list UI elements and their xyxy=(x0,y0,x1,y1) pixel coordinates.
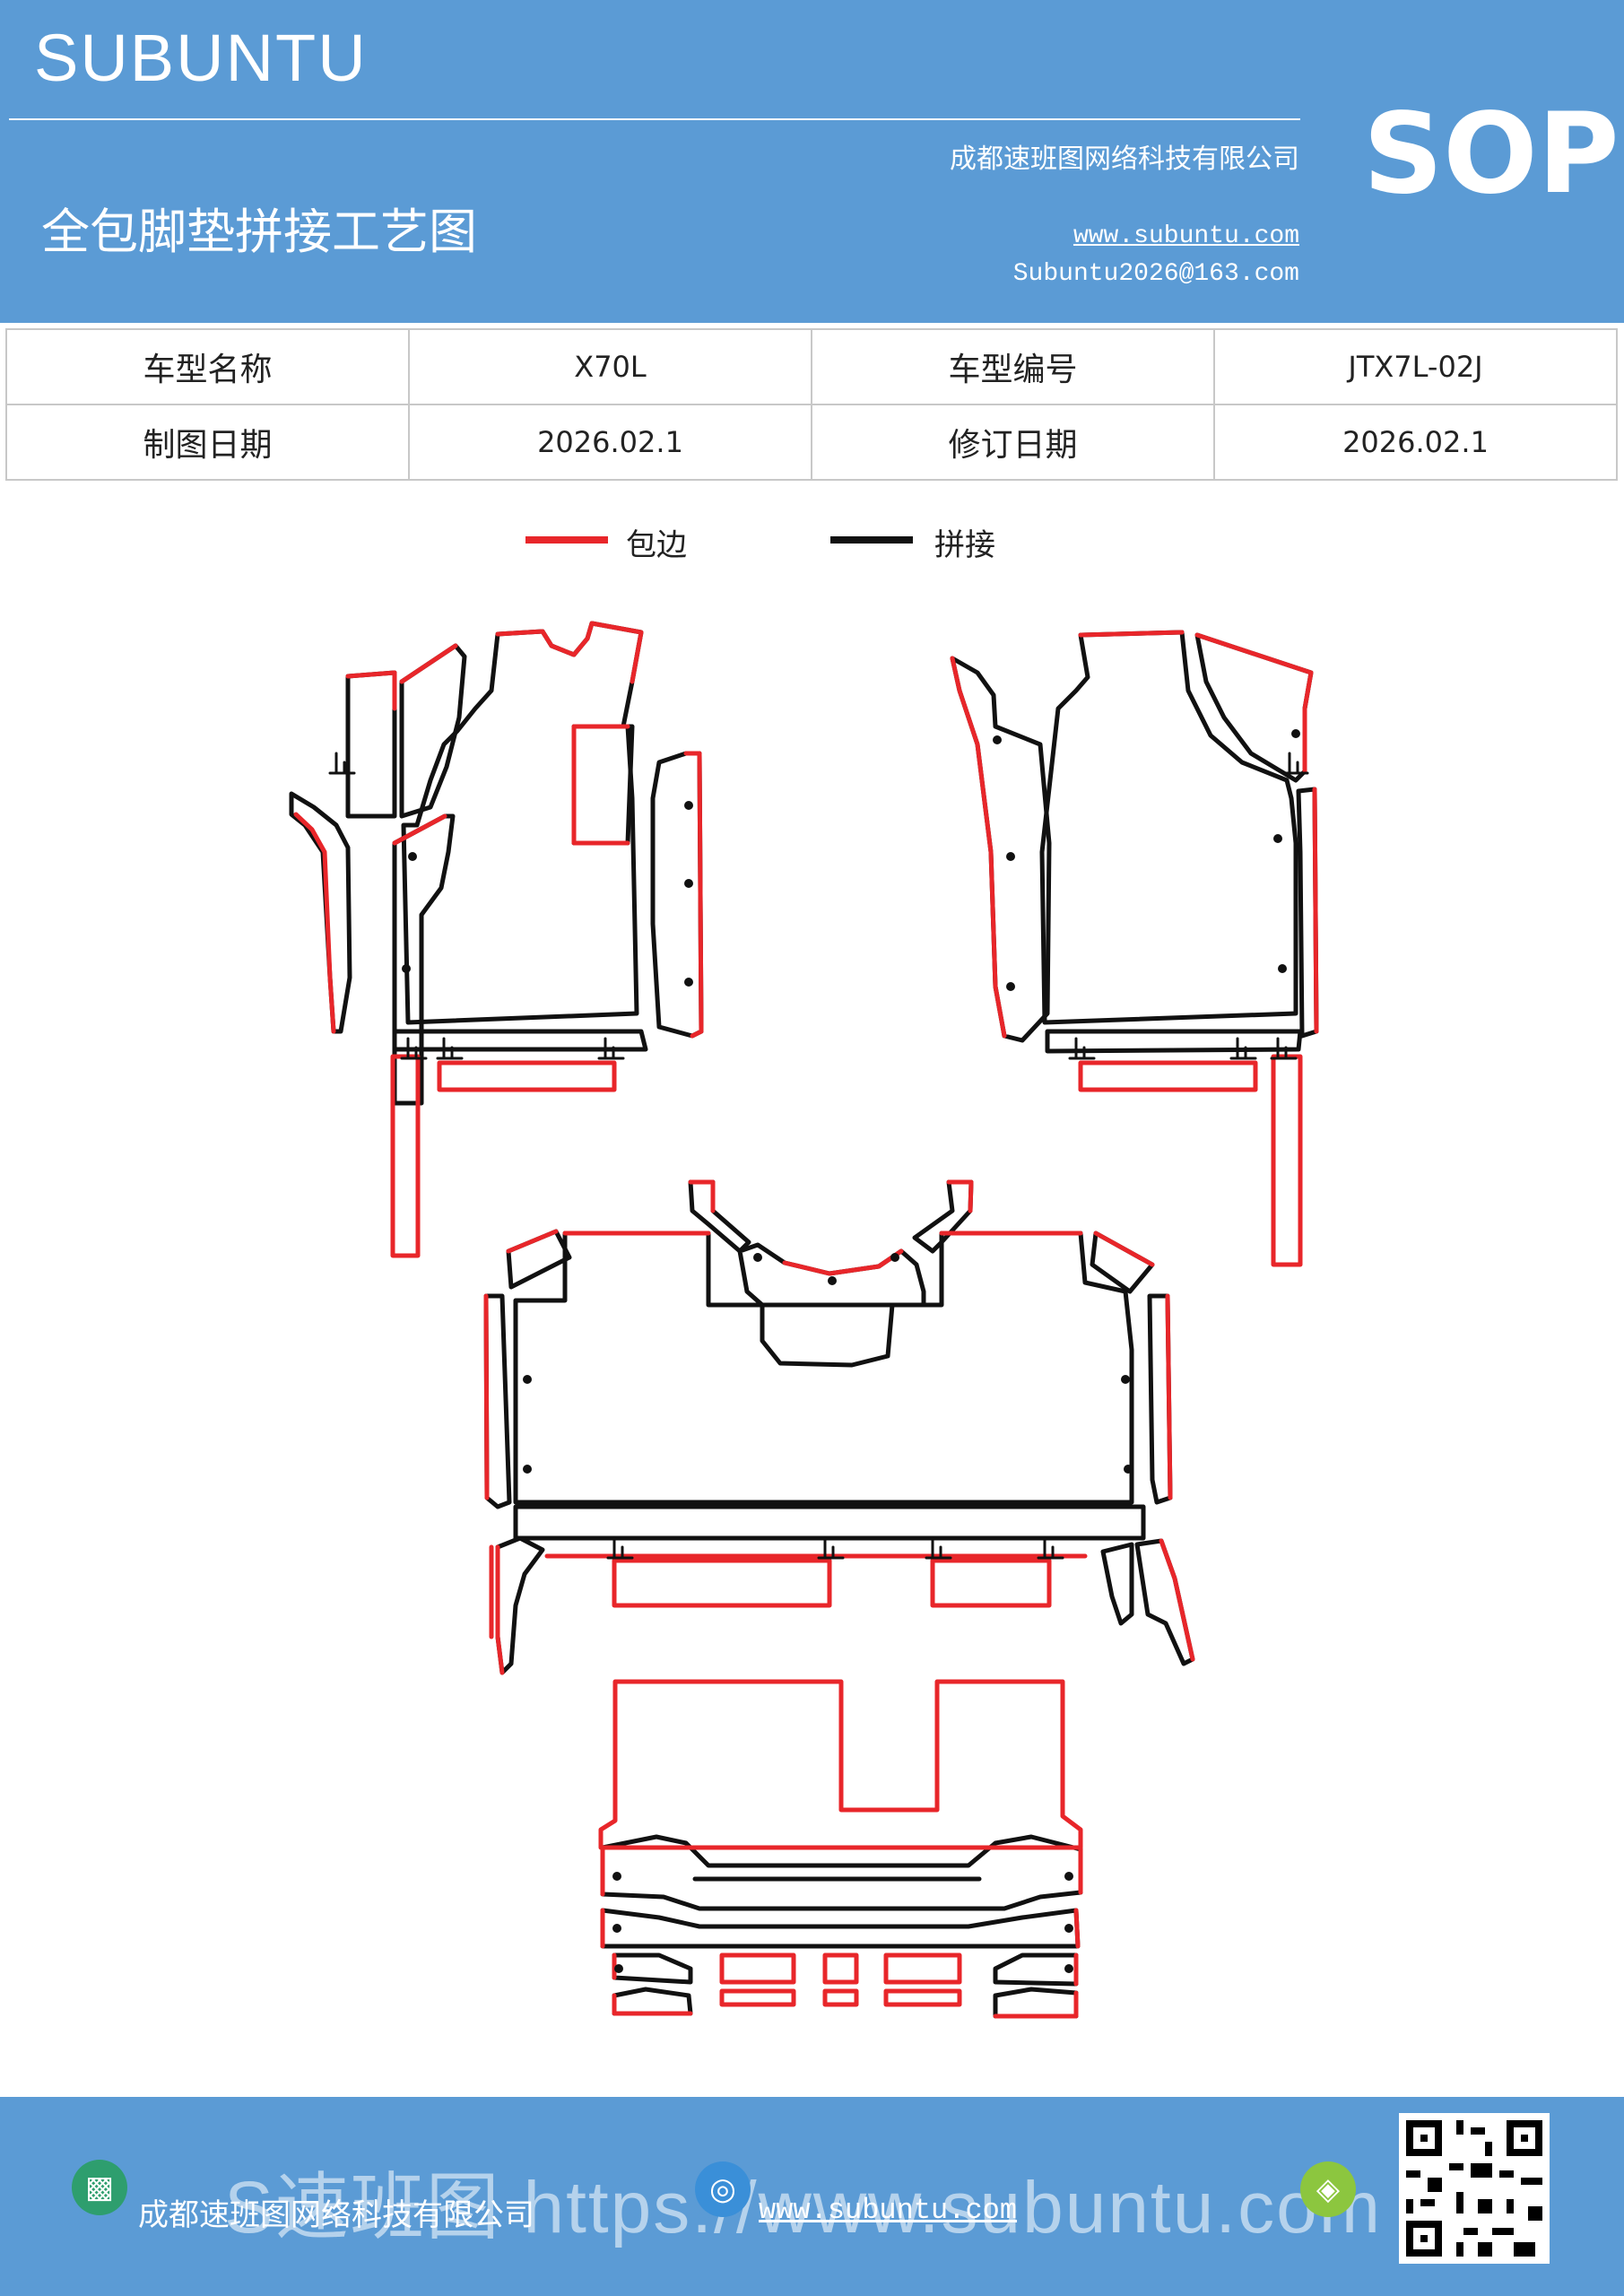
legend-label-seam: 拼接 xyxy=(934,527,995,563)
page-header: SUBUNTU 全包脚垫拼接工艺图 成都速班图网络科技有限公司 www.subu… xyxy=(0,0,1624,323)
draw-date-value: 2026.02.1 xyxy=(408,404,812,481)
model-code-label: 车型编号 xyxy=(811,328,1215,405)
company-name: 成都速班图网络科技有限公司 xyxy=(950,144,1299,175)
footer-company: 成都速班图网络科技有限公司 xyxy=(138,2197,534,2233)
table-row: 制图日期 2026.02.1 修订日期 2026.02.1 xyxy=(5,404,1618,481)
website-link[interactable]: www.subuntu.com xyxy=(1073,222,1299,250)
legend-swatch-edge xyxy=(525,536,608,544)
building-icon: ▩ xyxy=(72,2160,127,2215)
fixing-points xyxy=(402,729,1300,1973)
floor-mat-diagram xyxy=(289,621,1319,2019)
model-name-value: X70L xyxy=(408,328,812,405)
front-right-mat-group xyxy=(950,630,1319,1267)
info-table: 车型名称 X70L 车型编号 JTX7L-02J 制图日期 2026.02.1 … xyxy=(5,328,1618,481)
revise-date-value: 2026.02.1 xyxy=(1213,404,1618,481)
footer-watermark: S速班图 https://www.subuntu.com xyxy=(224,2167,1383,2248)
table-row: 车型名称 X70L 车型编号 JTX7L-02J xyxy=(5,328,1618,405)
model-name-label: 车型名称 xyxy=(5,328,410,405)
third-row-mat-group xyxy=(598,1679,1083,2019)
footer-website-link[interactable]: www.subuntu.com xyxy=(759,2194,1018,2227)
legend: 包边 拼接 xyxy=(0,520,1624,574)
sop-badge: SOP xyxy=(1363,90,1620,219)
globe-icon: ◎ xyxy=(695,2161,751,2217)
email-address: Subuntu2026@163.com xyxy=(1012,260,1299,288)
front-left-mat-group xyxy=(289,621,704,1258)
header-divider xyxy=(9,118,1300,120)
legend-label-edge: 包边 xyxy=(626,527,687,563)
splice-marks xyxy=(328,752,1309,1560)
page-title: 全包脚垫拼接工艺图 xyxy=(41,204,477,260)
second-row-mat-group xyxy=(483,1179,1195,1675)
qr-code[interactable] xyxy=(1399,2113,1550,2264)
model-code-value: JTX7L-02J xyxy=(1213,328,1618,405)
legend-swatch-seam xyxy=(830,536,913,544)
page-footer: S速班图 https://www.subuntu.com ▩ 成都速班图网络科技… xyxy=(0,2097,1624,2296)
brand-name: SUBUNTU xyxy=(34,21,368,95)
draw-date-label: 制图日期 xyxy=(5,404,410,481)
wechat-icon: ◈ xyxy=(1300,2161,1356,2217)
revise-date-label: 修订日期 xyxy=(811,404,1215,481)
